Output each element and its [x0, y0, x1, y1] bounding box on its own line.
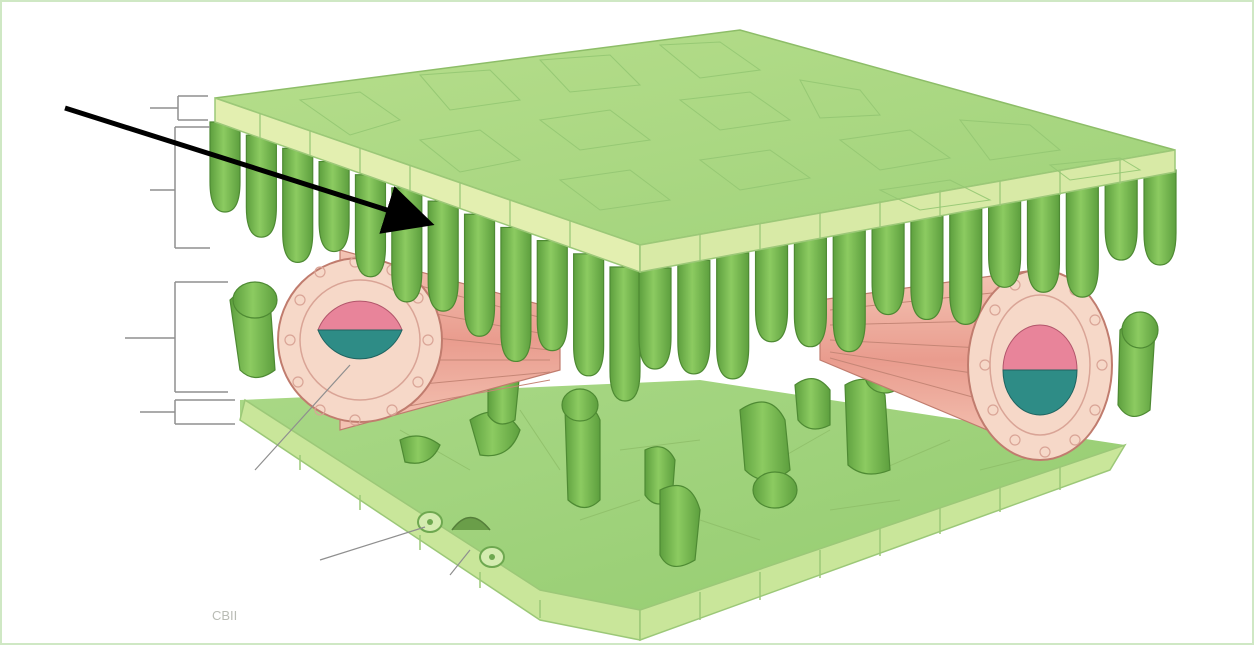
palisade-cell: [463, 213, 496, 337]
palisade-cell: [1104, 176, 1138, 261]
palisade-cell: [500, 226, 532, 363]
pointer-arrow: [64, 105, 435, 234]
palisade-cell: [910, 214, 944, 321]
upper-epidermis: [214, 29, 1176, 274]
palisade-cell: [536, 240, 568, 352]
stoma-guard-cells: [417, 511, 505, 568]
palisade-cell: [1143, 169, 1177, 266]
palisade-cell: [354, 174, 387, 278]
spongy-mesophyll: [229, 281, 1159, 567]
palisade-cell: [949, 207, 983, 325]
vascular-bundle-right: [819, 269, 1113, 461]
palisade-cell: [391, 187, 423, 303]
palisade-cell: [1026, 192, 1061, 293]
xylem-right: [1002, 324, 1078, 371]
palisade-cell: [573, 253, 605, 377]
palisade-cell: [832, 229, 866, 353]
corner-mark: CBII: [212, 608, 237, 623]
palisade-cell: [716, 252, 750, 380]
palisade-cell: [1065, 184, 1099, 298]
palisade-cell: [871, 222, 905, 316]
phloem-left: [317, 329, 403, 360]
palisade-cell: [427, 200, 459, 312]
palisade-cell: [282, 147, 314, 263]
label-brackets: [125, 95, 235, 425]
phloem-right: [1002, 369, 1078, 416]
palisade-cell: [245, 134, 277, 238]
palisade-cell: [209, 121, 241, 213]
xylem-left: [317, 300, 403, 331]
palisade-cell: [638, 267, 672, 370]
leader-lines: [254, 364, 471, 576]
palisade-cell: [793, 237, 827, 348]
palisade-cell: [988, 199, 1022, 288]
palisade-cell: [609, 266, 641, 402]
palisade-cell: [677, 259, 711, 375]
palisade-cell: [754, 244, 789, 343]
palisade-cell: [318, 160, 350, 253]
